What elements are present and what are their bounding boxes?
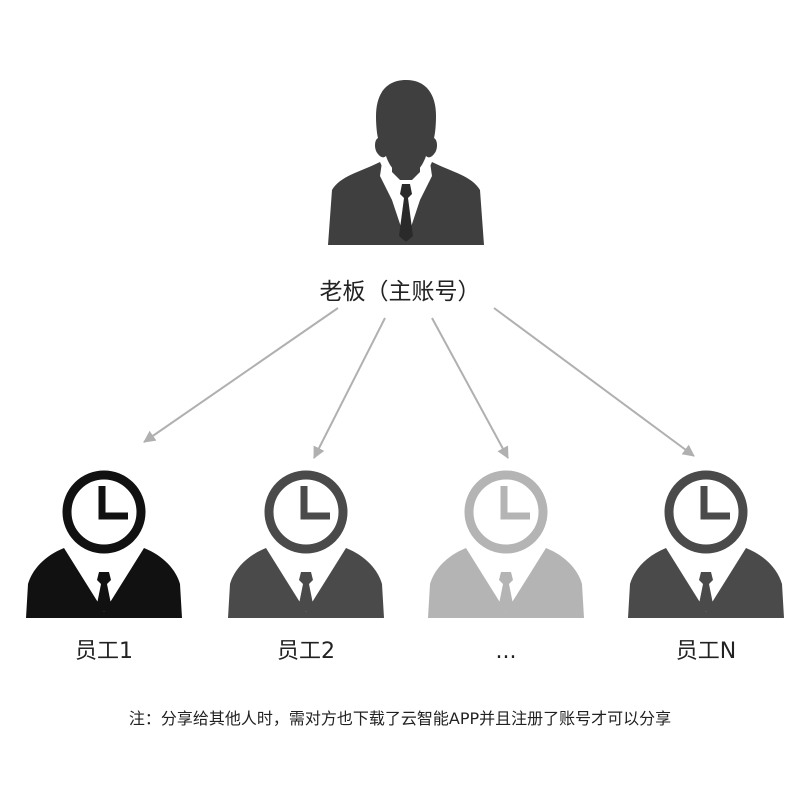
employee-1-label: 员工1 xyxy=(75,639,133,664)
arrow-to-employee-2 xyxy=(313,317,386,459)
arrow-to-employee-4 xyxy=(493,307,695,457)
share-arrows xyxy=(143,307,695,459)
share-note: 注：分享给其他人时，需对方也下载了云智能APP并且注册了账号才可以分享 xyxy=(128,709,672,728)
employee-4-clock-icon xyxy=(628,470,784,618)
employee-2-clock-icon xyxy=(228,470,384,618)
employee-4-label: 员工N xyxy=(675,639,737,664)
arrow-to-employee-3 xyxy=(431,317,509,459)
boss-businessman-icon xyxy=(328,80,484,245)
employee-1-clock-icon xyxy=(26,470,182,618)
boss-label: 老板（主账号） xyxy=(319,279,481,305)
arrow-to-employee-1 xyxy=(143,307,339,443)
employees xyxy=(26,470,784,618)
employee-3-clock-icon xyxy=(428,470,584,618)
employee-3-label: ... xyxy=(495,639,517,664)
employee-2-label: 员工2 xyxy=(277,639,335,664)
